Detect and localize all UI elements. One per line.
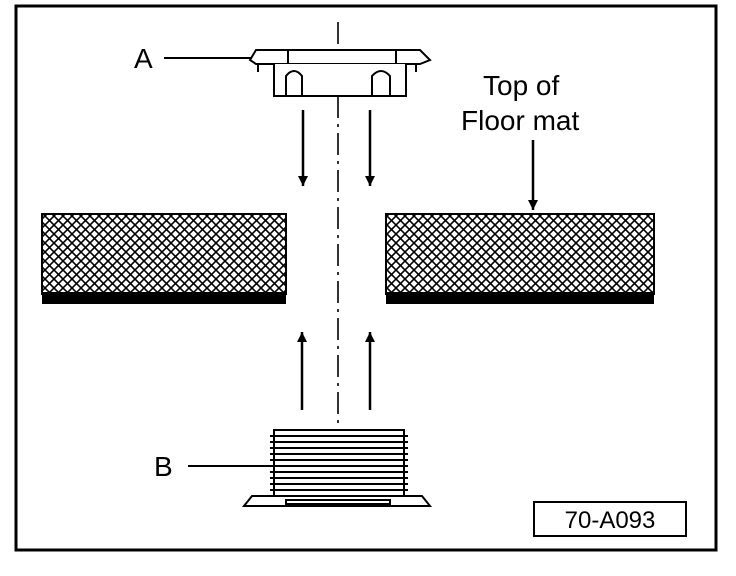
clip-part-b [241,429,433,507]
label-part-a: A [134,43,153,74]
label-part-b: B [154,451,173,482]
clip-part-a [248,49,432,97]
label-floor-mat: Floor mat [461,105,579,136]
floor-mat-right [385,213,655,304]
figure-id-text: 70-A093 [565,507,656,534]
figure-id-box: 70-A093 [533,501,687,537]
label-top-of: Top of [483,70,559,101]
floor-mat-left [41,213,287,304]
